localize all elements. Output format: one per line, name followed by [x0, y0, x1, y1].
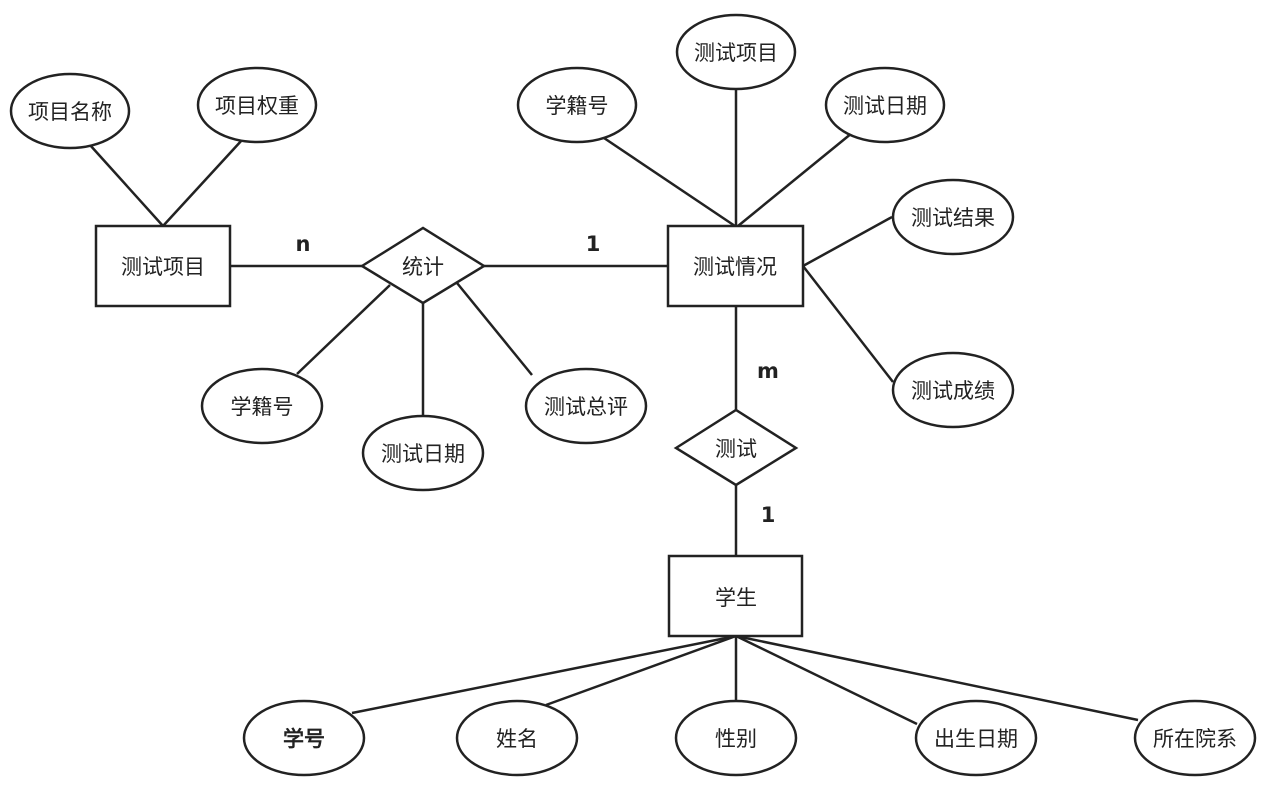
line-status-test-score — [802, 265, 894, 383]
attr-item-name-label: 项目名称 — [28, 100, 112, 124]
attr-student-birthdate-label: 出生日期 — [934, 727, 1018, 751]
entity-test-item[interactable]: 测试项目 — [94, 224, 232, 308]
attr-student-department-label: 所在院系 — [1153, 727, 1237, 751]
entity-test-status-label: 测试情况 — [693, 255, 777, 279]
entity-student[interactable]: 学生 — [667, 554, 804, 638]
attr-student-department[interactable]: 所在院系 — [1133, 699, 1257, 777]
line-stat-overall — [456, 282, 533, 376]
line-item-weight — [162, 139, 243, 227]
relationship-test[interactable]: 测试 — [673, 408, 799, 487]
line-item-name — [89, 144, 164, 227]
line-status-test-date — [737, 132, 853, 227]
attr-status-test-score-label: 测试成绩 — [911, 379, 995, 403]
cardinality-status-test: m — [757, 359, 779, 383]
relationship-test-label: 测试 — [715, 437, 757, 461]
cardinality-stat-status: 1 — [586, 232, 601, 256]
attr-stat-test-date-label: 测试日期 — [381, 442, 465, 466]
attr-stat-overall[interactable]: 测试总评 — [524, 367, 648, 445]
attr-status-test-item-label: 测试项目 — [694, 41, 778, 65]
attr-stat-test-date[interactable]: 测试日期 — [361, 414, 485, 492]
attr-student-id[interactable]: 学号 — [242, 699, 366, 777]
attr-stat-overall-label: 测试总评 — [544, 395, 628, 419]
attr-stat-student-id[interactable]: 学籍号 — [200, 367, 324, 445]
line-status-test-result — [802, 215, 893, 268]
line-stat-student-id — [296, 284, 391, 375]
entity-test-item-label: 测试项目 — [121, 255, 205, 279]
attr-status-test-result[interactable]: 测试结果 — [891, 178, 1015, 256]
attr-student-name[interactable]: 姓名 — [455, 699, 579, 777]
attr-item-weight-label: 项目权重 — [215, 94, 299, 118]
line-student-birthdate — [735, 634, 918, 726]
attr-student-id-label: 学号 — [283, 727, 325, 751]
attr-status-test-result-label: 测试结果 — [911, 206, 995, 230]
attr-status-test-date-label: 测试日期 — [843, 94, 927, 118]
attr-student-gender-label: 性别 — [715, 727, 757, 751]
relationship-stat[interactable]: 统计 — [359, 226, 487, 305]
attr-status-test-item[interactable]: 测试项目 — [675, 13, 797, 91]
attr-stat-student-id-label: 学籍号 — [231, 395, 294, 419]
line-student-id — [351, 634, 737, 715]
attr-student-name-label: 姓名 — [496, 727, 538, 751]
attr-item-weight[interactable]: 项目权重 — [196, 66, 318, 144]
line-student-department — [735, 634, 1139, 722]
attr-status-student-id-label: 学籍号 — [546, 94, 609, 118]
line-status-student-id — [603, 136, 736, 228]
cardinality-test-student: 1 — [761, 503, 776, 527]
attr-status-test-date[interactable]: 测试日期 — [824, 66, 946, 144]
attr-status-test-score[interactable]: 测试成绩 — [891, 351, 1015, 429]
entity-student-label: 学生 — [715, 586, 757, 610]
entity-test-status[interactable]: 测试情况 — [666, 224, 805, 308]
attr-status-student-id[interactable]: 学籍号 — [516, 66, 638, 144]
attr-student-gender[interactable]: 性别 — [674, 699, 798, 777]
relationship-stat-label: 统计 — [402, 255, 444, 279]
attr-item-name[interactable]: 项目名称 — [9, 72, 131, 150]
attr-student-birthdate[interactable]: 出生日期 — [914, 699, 1038, 777]
cardinality-item-stat: n — [296, 232, 311, 256]
line-student-name — [545, 634, 737, 707]
connectors — [89, 89, 1139, 726]
